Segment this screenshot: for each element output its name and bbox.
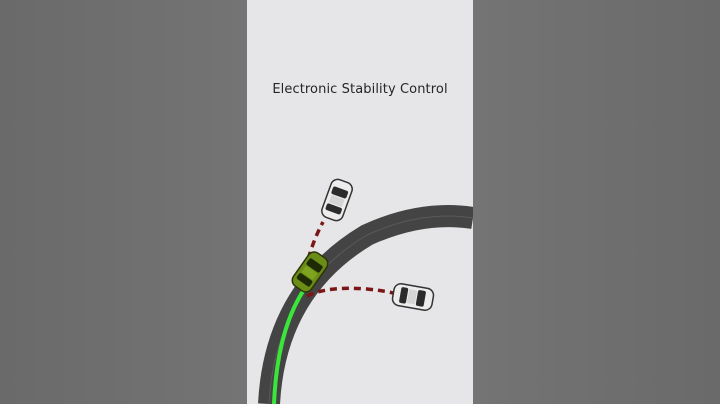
intended-path (272, 286, 307, 404)
diagram-title: Electronic Stability Control (272, 82, 448, 97)
curved-road (258, 205, 473, 404)
oversteer-path (306, 286, 398, 298)
controlled-car-icon (291, 251, 329, 293)
understeer-car-icon (321, 178, 353, 222)
esc-diagram (258, 178, 473, 404)
road-centerline (268, 215, 473, 404)
right-letterbox (473, 0, 720, 404)
left-letterbox (0, 0, 247, 404)
diagram-panel: Electronic Stability Control (247, 0, 473, 404)
oversteer-car-icon (391, 283, 435, 311)
